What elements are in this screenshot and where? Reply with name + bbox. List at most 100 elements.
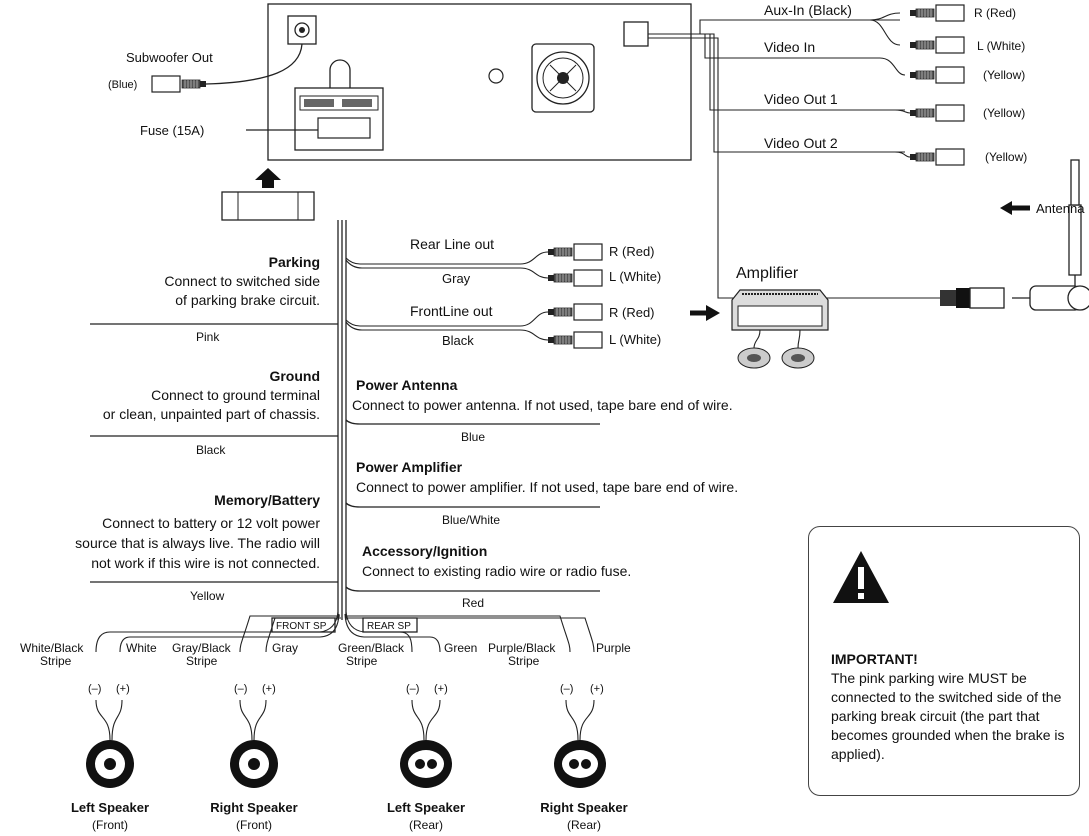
sp3-neg-wire-2: Stripe [346, 654, 378, 668]
video-out-2-label: Video Out 2 [764, 135, 838, 151]
fuse-label: Fuse (15A) [140, 123, 204, 138]
oval-speaker-icon [400, 740, 452, 788]
video-in-color: (Yellow) [983, 68, 1025, 82]
sp1-name: Left Speaker [71, 800, 149, 815]
sp2-neg-wire-2: Stripe [186, 654, 218, 668]
speaker-wires [95, 611, 595, 653]
sp3-name: Left Speaker [387, 800, 465, 815]
antenna-label: Antenna [1036, 201, 1085, 216]
power-amp-desc: Connect to power amplifier. If not used,… [356, 479, 738, 495]
accessory-title: Accessory/Ignition [362, 543, 487, 559]
sp3-pos-wire: Green [444, 641, 477, 655]
memory-color: Yellow [190, 589, 225, 603]
memory-desc-1: Connect to battery or 12 volt power [102, 515, 320, 531]
sp4-name: Right Speaker [540, 800, 627, 815]
accessory-color: Red [462, 596, 484, 610]
rear-line-color: Gray [442, 271, 471, 286]
ground-color: Black [196, 443, 226, 457]
sp1-pos-wire: White [126, 641, 157, 655]
front-sp-label: FRONT SP [276, 621, 327, 632]
amplifier-label: Amplifier [736, 265, 799, 282]
aux-r-plug-icon [909, 4, 965, 22]
important-note: IMPORTANT! The pink parking wire MUST be… [808, 526, 1080, 796]
important-body: The pink parking wire MUST be connected … [831, 670, 1065, 762]
sp1-neg: (–) [88, 683, 101, 695]
video-in-label: Video In [764, 39, 815, 55]
power-antenna-title: Power Antenna [356, 377, 458, 393]
sp1-position: (Front) [92, 818, 128, 832]
aux-r-label: R (Red) [974, 6, 1016, 20]
rear-l-label: L (White) [609, 269, 661, 284]
sp1-neg-wire-1: White/Black [20, 641, 84, 655]
subwoofer-color-label: (Blue) [108, 79, 137, 91]
ground-desc-2: or clean, unpainted part of chassis. [103, 406, 320, 422]
sp4-neg-wire-1: Purple/Black [488, 641, 556, 655]
video-out-1-color: (Yellow) [983, 106, 1025, 120]
sp2-neg: (–) [234, 683, 247, 695]
sp4-pos: (+) [590, 683, 604, 695]
amplifier-arrow-icon [706, 305, 720, 321]
memory-title: Memory/Battery [214, 492, 320, 508]
video-out-1-plug-icon [909, 104, 965, 122]
power-amp-title: Power Amplifier [356, 459, 463, 475]
sp4-neg-wire-2: Stripe [508, 654, 540, 668]
subwoofer-out-label: Subwoofer Out [126, 50, 213, 65]
subwoofer-plug-icon [151, 75, 207, 93]
ground-title: Ground [269, 368, 320, 384]
sp2-pos-wire: Gray [272, 641, 298, 655]
front-r-label: R (Red) [609, 305, 655, 320]
memory-desc-2: source that is always live. The radio wi… [75, 535, 320, 551]
oval-speaker-icon [554, 740, 606, 788]
important-title: IMPORTANT! [831, 651, 918, 667]
video-out-2-color: (Yellow) [985, 150, 1027, 164]
rear-sp-label: REAR SP [367, 621, 411, 632]
main-harness-trunk [337, 220, 347, 620]
power-antenna-color: Blue [461, 430, 485, 444]
antenna-connector-icon [940, 159, 1089, 311]
sp2-name: Right Speaker [210, 800, 297, 815]
front-line-out-label: FrontLine out [410, 303, 493, 319]
harness-plug-icon [221, 168, 315, 221]
ground-desc-1: Connect to ground terminal [151, 387, 320, 403]
memory-desc-3: not work if this wire is not connected. [91, 555, 320, 571]
video-out-1-label: Video Out 1 [764, 91, 838, 107]
screw-hole-icon [488, 68, 504, 84]
sp3-pos: (+) [434, 683, 448, 695]
up-arrow-icon [255, 168, 281, 188]
aux-l-plug-icon [909, 36, 965, 54]
line-out-wires [345, 251, 549, 341]
sp2-pos: (+) [262, 683, 276, 695]
video-in-plug-icon [909, 66, 965, 84]
amplifier-icon [731, 289, 829, 369]
sp2-neg-wire-1: Gray/Black [172, 641, 232, 655]
warning-icon [833, 551, 889, 603]
front-l-plug-icon [547, 331, 603, 349]
parking-desc-1: Connect to switched side [164, 273, 320, 289]
aux-in-label: Aux-In (Black) [764, 2, 852, 18]
parking-color: Pink [196, 330, 220, 344]
sp3-position: (Rear) [409, 818, 443, 832]
front-l-label: L (White) [609, 332, 661, 347]
power-amp-color: Blue/White [442, 513, 500, 527]
power-antenna-desc: Connect to power antenna. If not used, t… [352, 397, 733, 413]
sp1-neg-wire-2: Stripe [40, 654, 72, 668]
rear-r-plug-icon [547, 243, 603, 261]
rear-r-label: R (Red) [609, 244, 655, 259]
antenna-arrow-icon [1000, 201, 1012, 215]
accessory-desc: Connect to existing radio wire or radio … [362, 563, 631, 579]
speaker-drops [95, 699, 595, 741]
video-out-2-plug-icon [909, 148, 965, 166]
sp3-neg-wire-1: Green/Black [338, 641, 405, 655]
speaker-icon [230, 740, 278, 788]
aux-l-label: L (White) [977, 39, 1025, 53]
head-unit [267, 3, 692, 161]
sp4-position: (Rear) [567, 818, 601, 832]
sp4-neg: (–) [560, 683, 573, 695]
sp3-neg: (–) [406, 683, 419, 695]
cooling-fan-icon [531, 43, 595, 113]
front-r-plug-icon [547, 303, 603, 321]
parking-title: Parking [269, 254, 320, 270]
wiring-connector-icon [294, 59, 384, 151]
rear-l-plug-icon [547, 269, 603, 287]
